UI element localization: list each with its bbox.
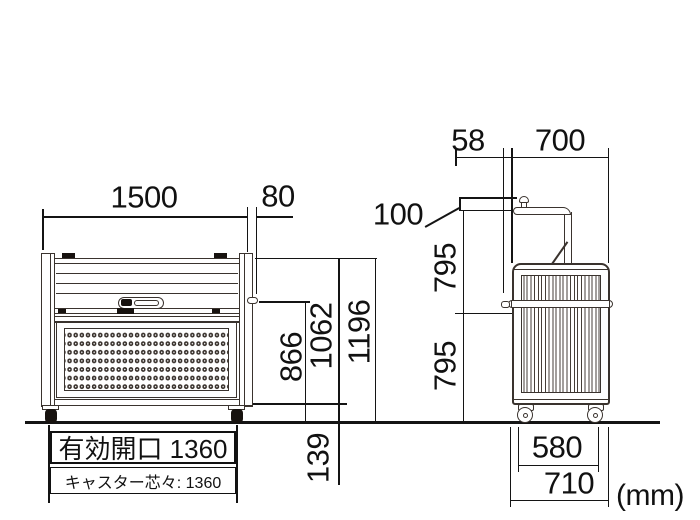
dim-ext-line xyxy=(459,197,517,199)
dim-tick xyxy=(455,148,457,166)
dim-ext-line xyxy=(597,427,599,472)
dim-side-lever-offset: 58 xyxy=(451,122,485,158)
dim-front-handle-offset: 80 xyxy=(261,178,295,214)
shutter-slat-line xyxy=(56,283,238,284)
handle-valve-stem xyxy=(520,201,527,208)
dim-ext-line xyxy=(48,425,50,503)
shutter-slat-line xyxy=(56,273,238,274)
dim-ext-line xyxy=(255,257,377,259)
handle-vertical-pipe xyxy=(563,212,572,263)
front-bottom-band xyxy=(41,404,253,406)
dim-side-grip-height: 100 xyxy=(372,196,424,232)
front-rail-tab xyxy=(117,308,134,314)
dim-front-ground-clearance: 139 xyxy=(300,432,336,484)
dim-front-body-height: 1062 xyxy=(303,302,339,370)
dim-ext-line xyxy=(255,207,257,294)
front-top-hinge-tab xyxy=(214,253,227,258)
dim-ext-line xyxy=(517,427,519,472)
front-rail-tab xyxy=(58,308,66,313)
dim-ext-line xyxy=(251,403,347,405)
shutter-handle-inner xyxy=(134,299,159,306)
side-slat-panel xyxy=(520,274,601,393)
caster-pitch-label: キャスター芯々: 1360 xyxy=(64,474,222,492)
dim-ext-line xyxy=(459,209,512,211)
dim-side-lower-height: 795 xyxy=(427,340,463,392)
dim-line-width xyxy=(42,216,248,218)
front-caster-wheel xyxy=(231,409,243,423)
dim-line-795 xyxy=(462,209,464,423)
front-band-line xyxy=(54,321,240,323)
front-right-post-line xyxy=(243,253,245,407)
side-top-rail-line xyxy=(513,268,608,270)
dim-line-1062-139 xyxy=(338,257,340,485)
front-band-line xyxy=(54,315,240,317)
dim-front-width: 1500 xyxy=(110,179,178,215)
front-bottom-band xyxy=(54,398,240,400)
dim-ext-line xyxy=(259,301,310,303)
dim-bracket xyxy=(459,197,461,210)
shutter-slat-line xyxy=(56,293,238,294)
dim-side-overall-depth: 710 xyxy=(543,465,595,501)
opening-dimension-label: 有効開口 1360 xyxy=(58,434,228,464)
dim-ext-line xyxy=(509,427,511,507)
dim-ext-line xyxy=(246,207,248,252)
dim-line-710 xyxy=(510,499,608,501)
caster-pitch-box: キャスター芯々: 1360 xyxy=(50,467,236,494)
dim-ext-line xyxy=(607,427,609,507)
front-mid-rail xyxy=(54,312,240,314)
dim-ext-line xyxy=(511,148,513,263)
front-rail-tab xyxy=(212,308,220,313)
unit-label: (mm) xyxy=(616,479,684,512)
side-bottom-rail-line xyxy=(512,398,609,400)
side-knob xyxy=(500,301,510,308)
shutter-handle-grip xyxy=(121,299,132,306)
dim-line-866 xyxy=(304,302,306,423)
front-top-hinge-tab xyxy=(62,253,75,258)
dim-line-top xyxy=(455,156,608,158)
dim-line-580 xyxy=(518,464,598,466)
dim-line-offset80 xyxy=(256,216,293,218)
dim-side-upper-height: 795 xyxy=(427,242,463,294)
dim-front-overall-height: 1196 xyxy=(341,299,377,365)
front-top-rail xyxy=(54,257,240,259)
handle-bar xyxy=(512,207,571,215)
front-left-post-line xyxy=(50,253,51,407)
dim-line-1196 xyxy=(374,257,376,423)
side-push-bar-cap xyxy=(511,300,512,307)
front-mid-rail xyxy=(54,307,240,309)
dim-ext-line xyxy=(502,148,504,293)
side-push-bar-cap xyxy=(608,300,610,307)
side-caster-hub xyxy=(522,412,528,418)
perforated-panel xyxy=(64,328,229,391)
dim-ext-line xyxy=(42,209,44,250)
front-side-knob xyxy=(247,296,258,304)
front-right-post xyxy=(239,253,253,407)
front-caster-wheel xyxy=(45,409,57,423)
front-left-post xyxy=(41,253,55,407)
side-push-bar xyxy=(507,300,613,308)
dim-leader-line xyxy=(424,207,460,228)
ground-line xyxy=(25,421,660,424)
dim-front-handle-height: 866 xyxy=(273,331,309,383)
dim-ext-line xyxy=(607,148,609,263)
dim-ext-line xyxy=(455,312,512,314)
dim-side-depth: 700 xyxy=(534,122,586,158)
dim-ext-line xyxy=(236,425,238,503)
dim-side-caster-pitch: 580 xyxy=(531,429,583,465)
side-caster-hub xyxy=(592,412,598,418)
opening-dimension-box: 有効開口 1360 xyxy=(50,431,236,464)
front-top-rail xyxy=(54,262,240,264)
